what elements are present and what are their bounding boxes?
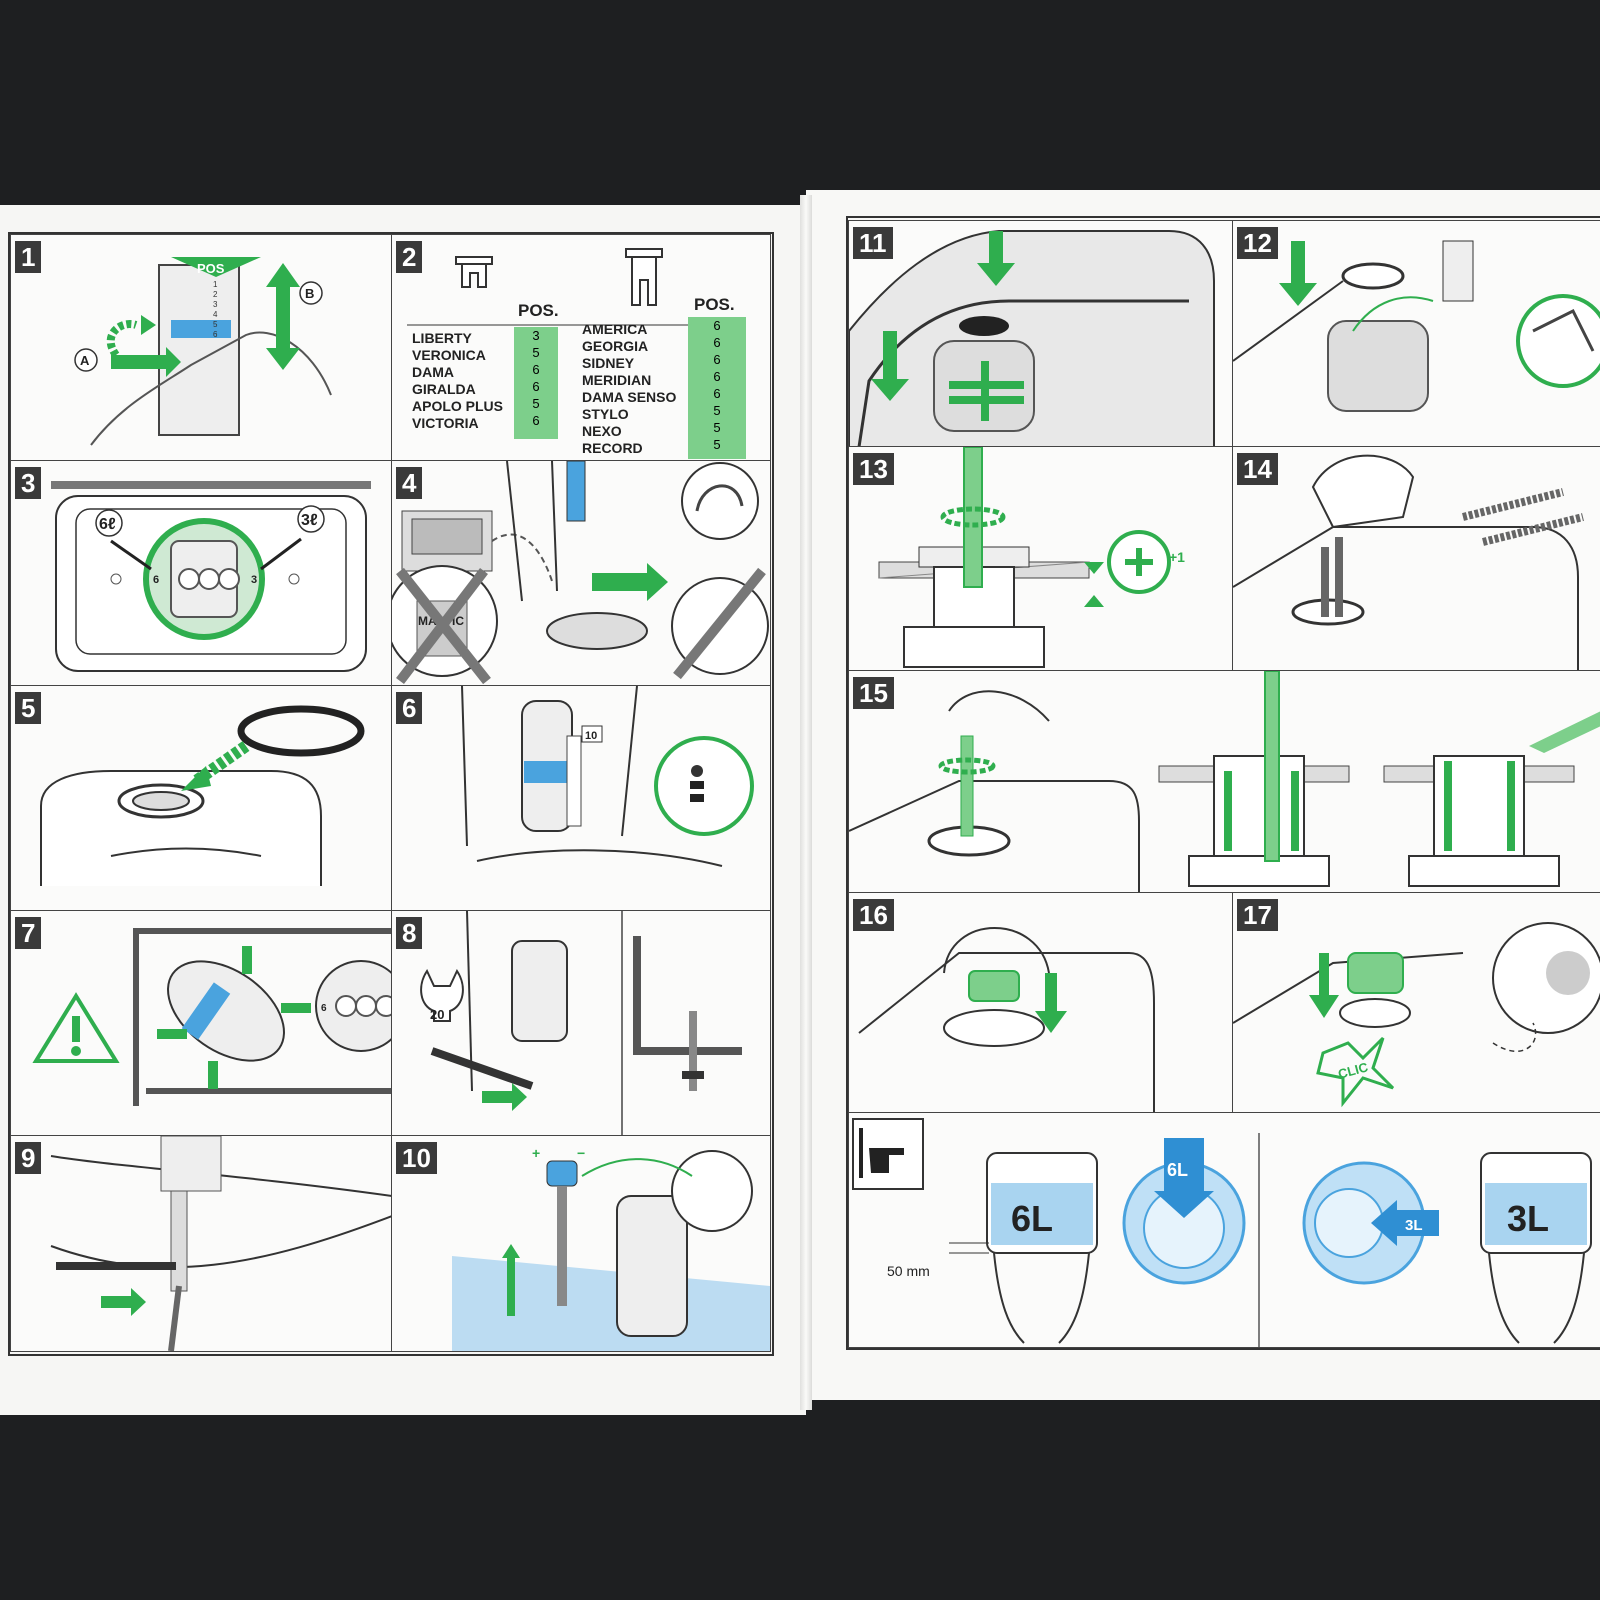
step-number: 5: [15, 692, 42, 724]
step-number: 8: [396, 917, 423, 949]
step-8-illustration: 20: [420, 911, 742, 1136]
step-2-illustration: [407, 248, 742, 326]
step-13-panel: 13 +1: [848, 446, 1234, 672]
step-9-panel: 9: [10, 1135, 393, 1352]
svg-text:4: 4: [213, 310, 218, 319]
step-number: 10: [396, 1142, 437, 1174]
step-12-panel: 12: [1232, 220, 1600, 448]
svg-text:1: 1: [213, 280, 218, 289]
pos-column-right: 6 6 6 6 6 5 5 5: [688, 317, 746, 459]
models-table-left: LIBERTY VERONICA DAMA GIRALDA APOLO PLUS…: [412, 330, 504, 431]
increment-label: +1: [1169, 549, 1185, 565]
step-number: 3: [15, 467, 42, 499]
step-15-illustration: [849, 671, 1600, 893]
step-number: 4: [396, 467, 423, 499]
pos-header-left: POS.: [518, 301, 559, 320]
step-number: 2: [396, 241, 423, 273]
step-6-panel: 6 10: [391, 685, 771, 912]
step-2-panel: 2 POS. POS. 3 5 6 6 5 6 6 6 6 6 6 5 5 5 …: [391, 234, 771, 462]
svg-text:6: 6: [213, 330, 218, 339]
svg-text:6: 6: [153, 574, 159, 586]
step-17-panel: 17 CLIC: [1232, 892, 1600, 1114]
marker-a: A: [80, 353, 90, 368]
step-1-panel: 1 POS 1 2 3 4 5 6 A B: [10, 234, 393, 462]
step-13-illustration: +1: [878, 447, 1185, 668]
step-5-panel: 5: [10, 685, 393, 912]
left-page-frame: [8, 232, 774, 1356]
svg-text:+: +: [532, 1145, 540, 1161]
step-7-illustration: 6: [32, 928, 392, 1106]
svg-text:−: −: [577, 1145, 585, 1161]
step-11-panel: 11: [848, 220, 1234, 448]
step-11-illustration: [849, 230, 1215, 447]
step-3-illustration: 6ℓ 3ℓ 6 3: [51, 481, 371, 672]
step-3-panel: 3 6ℓ 3ℓ 6 3: [10, 460, 393, 687]
step-4-illustration: MASTIC: [392, 461, 769, 685]
step-15-panel: 15: [848, 670, 1600, 894]
pos-label: POS: [197, 261, 225, 276]
usage-panel: 6L 50 mm 6L 3L 3L: [848, 1112, 1600, 1348]
svg-text:2: 2: [213, 290, 218, 299]
step-10-panel: 10 + −: [391, 1135, 771, 1352]
step-number: 16: [853, 899, 894, 931]
step-5-illustration: [40, 705, 365, 886]
step-10-illustration: + −: [452, 1145, 770, 1351]
svg-text:3: 3: [251, 574, 257, 586]
step-8-panel: 8 20: [391, 910, 771, 1137]
marker-b: B: [305, 286, 314, 301]
step-number: 1: [15, 241, 42, 273]
svg-text:6: 6: [321, 1003, 327, 1014]
step-number: 7: [15, 917, 42, 949]
step-number: 13: [853, 453, 894, 485]
volume-3-label: 3ℓ: [301, 512, 318, 529]
step-16-panel: 16: [848, 892, 1234, 1114]
right-page-frame: [846, 216, 1600, 1350]
step-number: 9: [15, 1142, 42, 1174]
step-6-illustration: 10: [461, 686, 754, 867]
step-number: 6: [396, 692, 423, 724]
usage-illustration: 6L 50 mm 6L 3L 3L: [852, 1118, 1592, 1347]
step-number: 17: [1237, 899, 1278, 931]
full-flush-tank-label: 6L: [1011, 1198, 1053, 1239]
step-12-illustration: [1233, 240, 1600, 412]
step-16-illustration: [858, 927, 1155, 1113]
half-flush-tank-label: 3L: [1507, 1198, 1549, 1239]
step-17-illustration: CLIC: [1233, 922, 1600, 1108]
step-1-illustration: POS 1 2 3 4 5 6 A B: [74, 257, 332, 446]
step-number: 11: [853, 227, 893, 259]
step-number: 15: [853, 677, 894, 709]
measure-label: 50 mm: [887, 1263, 930, 1279]
svg-text:5: 5: [213, 320, 218, 329]
pos-header-right: POS.: [694, 295, 735, 314]
step-number: 12: [1237, 227, 1278, 259]
volume-6-label: 6ℓ: [99, 516, 116, 533]
callout-10: 10: [585, 730, 597, 742]
step-9-illustration: [50, 1136, 392, 1351]
half-flush-button-label: 3L: [1405, 1217, 1423, 1234]
step-4-panel: 4 MASTIC: [391, 460, 771, 687]
page-fold: [800, 195, 812, 1410]
pos-column-left: 3 5 6 6 5 6: [514, 327, 558, 439]
models-table-right: AMERICA GEORGIA SIDNEY MERIDIAN DAMA SEN…: [582, 321, 677, 456]
step-number: 14: [1237, 453, 1278, 485]
full-flush-button-label: 6L: [1167, 1160, 1188, 1180]
step-7-panel: 7 6: [10, 910, 393, 1137]
step-14-illustration: [1233, 454, 1584, 671]
step-14-panel: 14: [1232, 446, 1600, 672]
wrench-size: 20: [430, 1007, 444, 1022]
svg-text:3: 3: [213, 300, 218, 309]
